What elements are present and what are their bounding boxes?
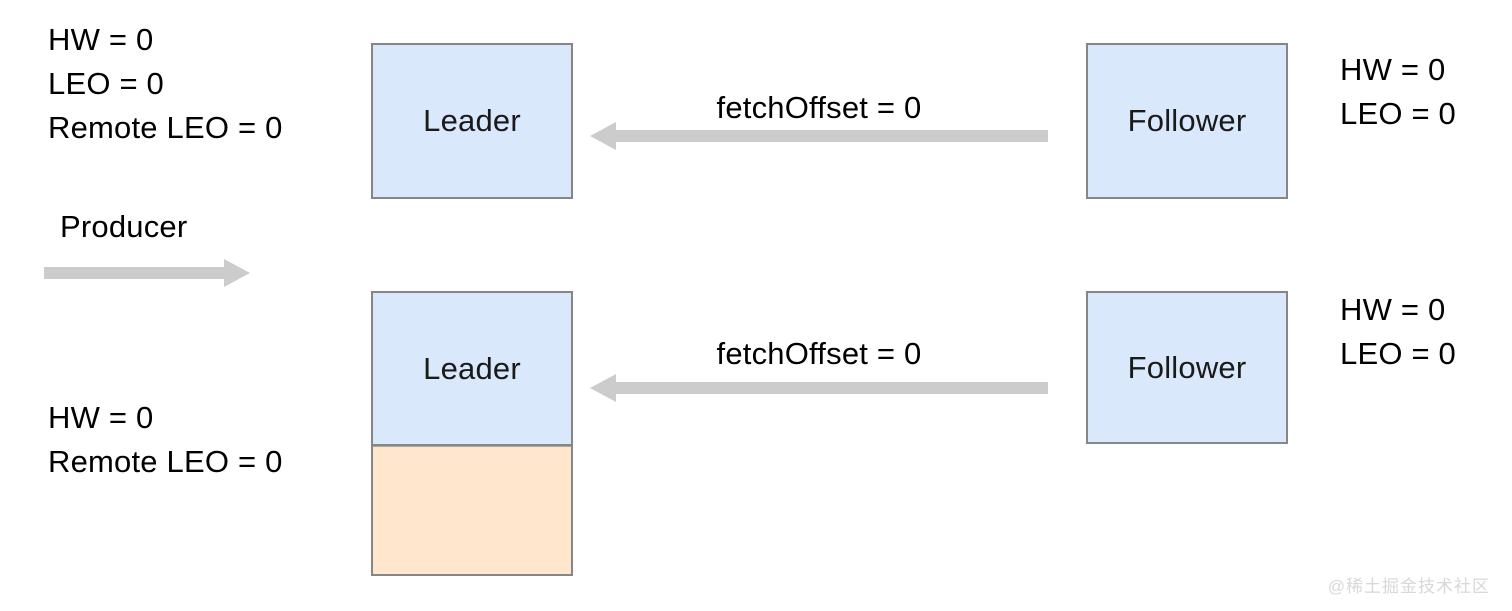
bottom-leader-node-section: Leader <box>373 293 571 446</box>
bottom-leader-label: Leader <box>423 350 521 386</box>
bottom-follower-state-line-2: LEO = 0 <box>1340 336 1457 371</box>
bottom-leader-box[interactable]: Leader <box>371 291 573 576</box>
bottom-leader-state-line-2: Remote LEO = 0 <box>48 444 283 479</box>
producer-arrow-icon <box>44 259 250 287</box>
top-leader-state-line-1: HW = 0 <box>48 22 154 57</box>
top-leader-label: Leader <box>423 103 521 138</box>
top-follower-box[interactable]: Follower <box>1086 43 1288 199</box>
top-leader-state-text: HW = 0 LEO = 0 Remote LEO = 0 <box>48 18 283 150</box>
top-follower-label: Follower <box>1127 103 1247 138</box>
producer-label: Producer <box>60 209 188 244</box>
top-leader-state-line-3: Remote LEO = 0 <box>48 110 283 145</box>
bottom-follower-state-line-1: HW = 0 <box>1340 292 1446 327</box>
top-leader-box[interactable]: Leader <box>371 43 573 199</box>
bottom-follower-label: Follower <box>1127 349 1247 385</box>
bottom-fetch-offset-arrow-icon <box>590 374 1048 402</box>
top-fetch-offset-arrow-icon <box>590 122 1048 150</box>
watermark: @稀土掘金技术社区 <box>1327 577 1490 596</box>
top-follower-state-line-2: LEO = 0 <box>1340 96 1457 131</box>
bottom-fetch-offset-label: fetchOffset = 0 <box>716 336 922 371</box>
bottom-follower-box[interactable]: Follower <box>1086 291 1288 444</box>
bottom-leader-state-text: HW = 0 Remote LEO = 0 <box>48 396 283 484</box>
bottom-follower-state-text: HW = 0 LEO = 0 <box>1340 288 1456 376</box>
top-follower-state-text: HW = 0 LEO = 0 <box>1340 48 1456 136</box>
top-leader-state-line-2: LEO = 0 <box>48 66 165 101</box>
top-fetch-offset-label: fetchOffset = 0 <box>716 90 922 125</box>
top-follower-state-line-1: HW = 0 <box>1340 52 1446 87</box>
bottom-leader-log-segment <box>373 446 571 574</box>
bottom-leader-state-line-1: HW = 0 <box>48 400 154 435</box>
